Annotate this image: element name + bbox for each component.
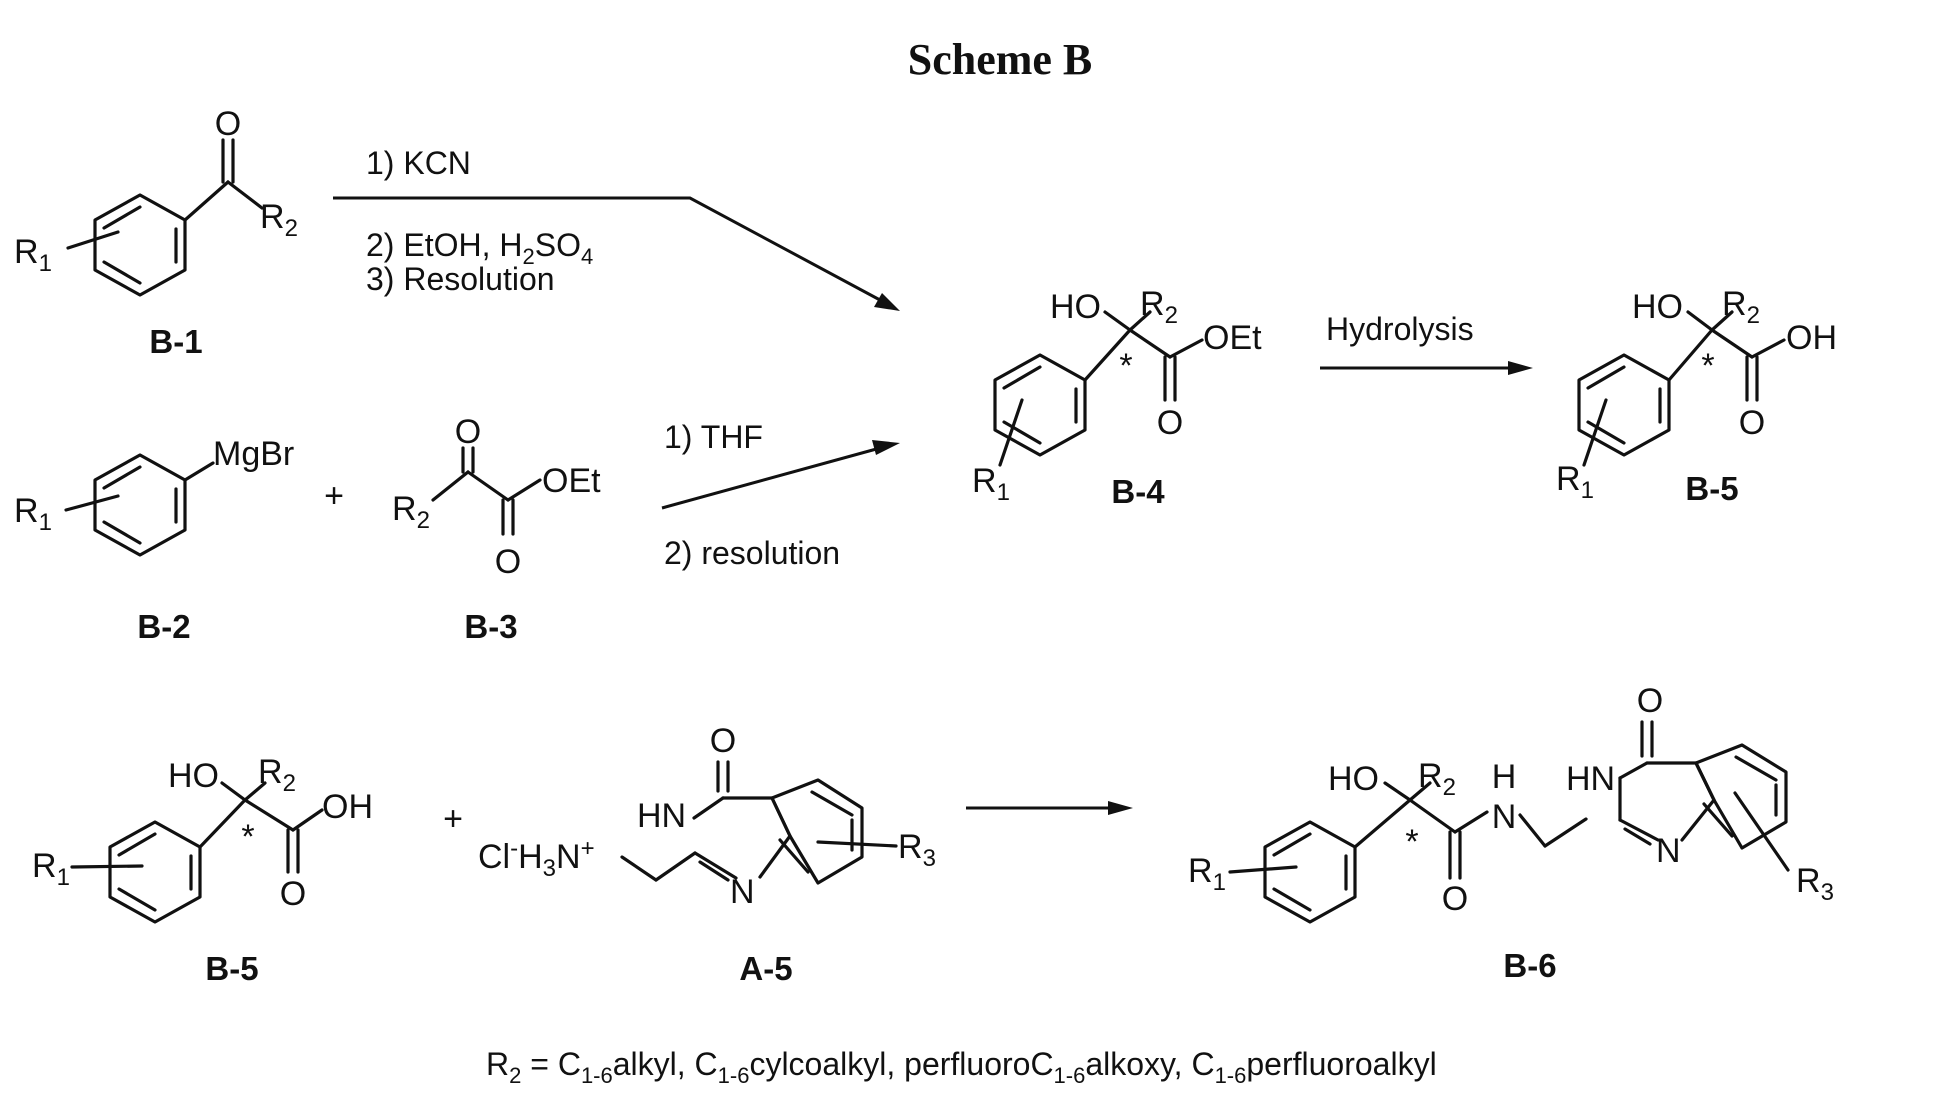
compound-label-b5-top: B-5 <box>1685 470 1738 507</box>
compound-b6-structure: HO R2 * O H N O HN N R3 R1 <box>1188 682 1834 922</box>
a5-hn-label: HN <box>637 797 686 835</box>
b1-r2-label: R2 <box>260 198 298 242</box>
b1-r1-label: R1 <box>14 233 52 277</box>
a5-carbonyl-o: O <box>710 722 736 760</box>
arrowhead <box>872 440 900 455</box>
b5-bottom-r2-label: R2 <box>258 753 296 797</box>
b3-ester-o: O <box>495 543 521 581</box>
b5-top-stereo-star: * <box>1701 347 1714 385</box>
compound-a5-structure: O HN N R3 Cl-H3N+ <box>478 722 936 911</box>
compound-label-b4: B-4 <box>1111 473 1165 510</box>
b5-bottom-stereo-star: * <box>241 818 254 856</box>
b6-r2-label: R2 <box>1418 757 1456 801</box>
a5-r3-label: R3 <box>898 828 936 872</box>
b6-hn-label: HN <box>1566 760 1615 798</box>
b5-top-oh-label: OH <box>1786 319 1837 357</box>
b4-carbonyl-o: O <box>1157 404 1183 442</box>
b5-top-r2-label: R2 <box>1722 285 1760 329</box>
b5-top-carbonyl-o: O <box>1739 404 1765 442</box>
b6-amide-n: N <box>1492 798 1517 836</box>
compound-b5-bottom-structure: HO R2 * OH O R1 <box>32 753 373 922</box>
b3-r2-label: R2 <box>392 490 430 534</box>
b6-ho-label: HO <box>1328 760 1379 798</box>
arrowhead <box>1108 801 1133 815</box>
b6-carbonyl-o: O <box>1637 682 1663 720</box>
compound-label-b6: B-6 <box>1503 947 1556 984</box>
b3-oet-label: OEt <box>542 462 601 500</box>
b4-stereo-star: * <box>1119 347 1132 385</box>
b5-bottom-ho-label: HO <box>168 757 219 795</box>
scheme-title: Scheme B <box>908 35 1093 84</box>
b1-carbonyl-o: O <box>215 105 241 143</box>
condition-resolution-lower: 2) resolution <box>664 535 840 571</box>
b5-bottom-r1-label: R1 <box>32 847 70 891</box>
b5-bottom-oh-label: OH <box>322 788 373 826</box>
b6-n-label: N <box>1656 832 1681 870</box>
b4-oet-label: OEt <box>1203 319 1262 357</box>
b2-r1-label: R1 <box>14 492 52 536</box>
compound-b2-structure: MgBr R1 <box>14 435 294 555</box>
a5-ammonium-label: Cl-H3N+ <box>478 835 595 882</box>
b4-r1-label: R1 <box>972 462 1010 506</box>
compound-label-b5-bottom: B-5 <box>205 950 258 987</box>
compound-b3-structure: O OEt O R2 <box>392 413 601 581</box>
a5-n-label: N <box>730 873 755 911</box>
b5-top-ho-label: HO <box>1632 288 1683 326</box>
r2-definition-footnote: R2 = C1-6alkyl, C1-6cylcoalkyl, perfluor… <box>486 1046 1437 1088</box>
condition-thf: 1) THF <box>664 419 763 455</box>
b5-top-r1-label: R1 <box>1556 460 1594 504</box>
b6-amide-h: H <box>1492 758 1517 796</box>
reaction-arrow-b2-to-b4 <box>662 448 880 508</box>
compound-label-b2: B-2 <box>137 608 190 645</box>
b5-bottom-carbonyl-o: O <box>280 875 306 913</box>
arrowhead <box>1508 361 1533 375</box>
condition-resolution: 3) Resolution <box>366 261 555 297</box>
b4-r2-label: R2 <box>1140 285 1178 329</box>
arrowhead <box>874 293 900 311</box>
b3-keto-o: O <box>455 413 481 451</box>
b6-r3-label: R3 <box>1796 862 1834 906</box>
b4-ho-label: HO <box>1050 288 1101 326</box>
b6-r1-label: R1 <box>1188 852 1226 896</box>
plus-sign-top: + <box>324 477 344 515</box>
b2-mgbr-label: MgBr <box>213 435 294 473</box>
b6-stereo-star: * <box>1405 823 1418 861</box>
compound-label-b3: B-3 <box>464 608 517 645</box>
compound-label-b1: B-1 <box>149 323 202 360</box>
b6-amide-o: O <box>1442 880 1468 918</box>
condition-hydrolysis: Hydrolysis <box>1326 311 1474 347</box>
compound-b1-structure: O R2 R1 <box>14 105 298 295</box>
plus-sign-bottom: + <box>443 800 463 838</box>
condition-kcn: 1) KCN <box>366 145 471 181</box>
compound-label-a5: A-5 <box>739 950 792 987</box>
